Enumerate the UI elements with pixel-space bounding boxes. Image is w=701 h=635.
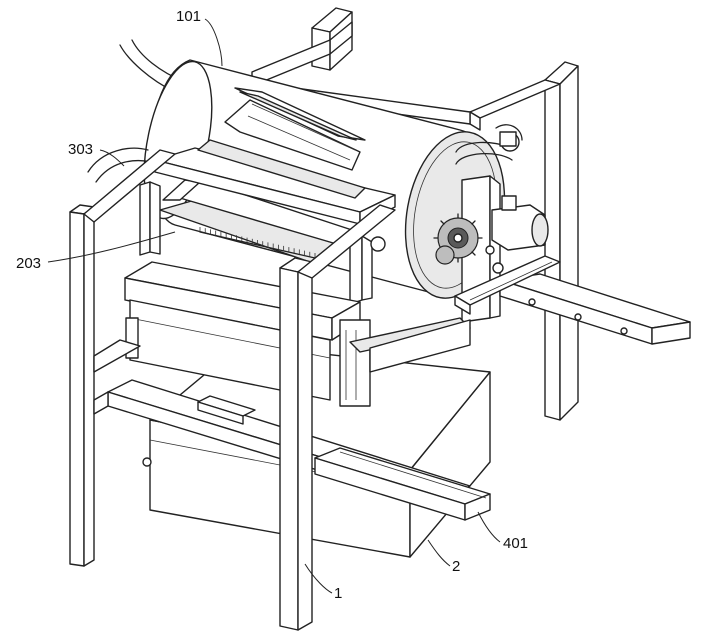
cutter-trough bbox=[139, 139, 396, 305]
label-101: 101 bbox=[176, 8, 201, 25]
hopper-box bbox=[124, 261, 471, 407]
right-slide-rail bbox=[454, 255, 691, 345]
reference-labels: 101 303 203 1 2 401 bbox=[16, 8, 528, 602]
rear-frame bbox=[251, 7, 579, 421]
label-203: 203 bbox=[16, 255, 41, 272]
label-303: 303 bbox=[68, 141, 93, 158]
label-401: 401 bbox=[503, 535, 528, 552]
front-frame bbox=[69, 149, 396, 631]
label-1: 1 bbox=[334, 585, 342, 602]
label-2: 2 bbox=[452, 558, 460, 575]
serrated-blade-edge bbox=[199, 227, 316, 259]
